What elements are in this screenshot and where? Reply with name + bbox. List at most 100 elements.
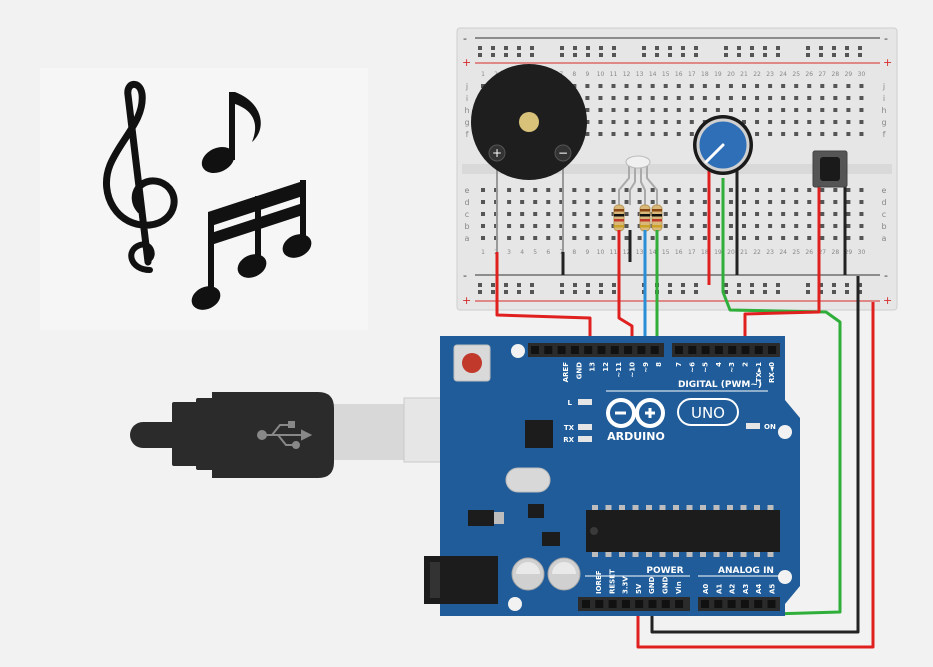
potentiometer	[693, 115, 753, 262]
pin-label: A5	[769, 584, 777, 594]
breadboard-hole	[546, 212, 551, 216]
breadboard-hole	[833, 132, 838, 136]
breadboard-hole	[663, 120, 668, 124]
breadboard-hole	[559, 200, 564, 204]
row-letter-label: d	[881, 198, 886, 207]
breadboard-hole	[637, 132, 642, 136]
column-number-label: 14	[649, 71, 657, 78]
breadboard-hole	[820, 236, 825, 240]
rail-bottom-plus-label-right: +	[883, 294, 892, 307]
header-pin-hole[interactable]	[648, 600, 657, 608]
header-pin-hole[interactable]	[727, 600, 736, 608]
rail-hole	[737, 46, 741, 50]
header-pin-hole[interactable]	[675, 346, 683, 354]
header-pin-hole[interactable]	[728, 346, 737, 354]
rail-hole	[819, 46, 823, 50]
header-pin-hole[interactable]	[714, 600, 723, 608]
infinity-logo-icon	[606, 398, 665, 428]
rail-bottom-plus-label: +	[462, 294, 471, 307]
breadboard-hole	[637, 108, 642, 112]
header-pin-hole[interactable]	[754, 346, 763, 354]
breadboard-hole	[507, 188, 512, 192]
rail-hole	[750, 53, 754, 57]
header-pin-hole[interactable]	[635, 600, 644, 608]
row-letter-label: g	[881, 118, 886, 127]
header-pin-hole[interactable]	[597, 346, 606, 354]
header-pin-hole[interactable]	[661, 600, 670, 608]
header-pin-hole[interactable]	[675, 600, 684, 608]
rail-hole	[858, 283, 862, 287]
breadboard-hole	[846, 224, 851, 228]
breadboard-hole	[768, 200, 773, 204]
breadboard-hole	[715, 188, 720, 192]
breadboard-hole	[794, 84, 799, 88]
breadboard-hole	[663, 224, 668, 228]
header-pin-hole[interactable]	[740, 600, 749, 608]
header-pin-hole[interactable]	[582, 600, 590, 608]
rail-hole	[806, 283, 810, 287]
header-pin-hole[interactable]	[637, 346, 646, 354]
column-number-label: 22	[753, 249, 761, 256]
breadboard-hole	[520, 212, 525, 216]
header-pin-hole[interactable]	[741, 346, 750, 354]
reset-button-icon[interactable]	[453, 344, 491, 382]
breadboard-hole	[768, 120, 773, 124]
header-pin-hole[interactable]	[688, 346, 697, 354]
header-pin-hole[interactable]	[570, 346, 579, 354]
breadboard-hole	[572, 236, 577, 240]
rail-hole	[478, 53, 482, 57]
header-pin-hole[interactable]	[714, 346, 723, 354]
pushbutton[interactable]	[812, 150, 848, 262]
header-pin-hole[interactable]	[754, 600, 763, 608]
header-pin-hole[interactable]	[621, 600, 630, 608]
rail-hole	[845, 53, 849, 57]
header-pin-hole[interactable]	[544, 346, 553, 354]
header-pin-hole[interactable]	[650, 346, 659, 354]
rail-hole	[530, 53, 534, 57]
header-pin-hole[interactable]	[767, 600, 776, 608]
header-pin-hole[interactable]	[531, 346, 539, 354]
header-pin-hole[interactable]	[584, 346, 593, 354]
rail-hole	[599, 290, 603, 294]
header-pin-hole[interactable]	[624, 346, 633, 354]
breadboard-hole	[572, 212, 577, 216]
rail-hole	[694, 290, 698, 294]
breadboard-hole	[624, 188, 629, 192]
breadboard-hole	[481, 224, 485, 228]
breadboard-hole	[728, 188, 733, 192]
rail-hole	[668, 46, 672, 50]
column-number-label: 11	[610, 71, 618, 78]
header-pin-hole[interactable]	[608, 600, 617, 608]
header-pin-hole[interactable]	[557, 346, 566, 354]
breadboard-hole	[624, 132, 629, 136]
header-pin-hole[interactable]	[701, 346, 710, 354]
rail-hole	[819, 290, 823, 294]
voltage-regulator	[468, 510, 494, 526]
breadboard-hole	[728, 212, 733, 216]
mounting-hole	[511, 344, 525, 358]
mounting-hole	[778, 425, 792, 439]
header-pin-hole[interactable]	[610, 346, 619, 354]
rail-hole	[573, 290, 577, 294]
breadboard-hole	[702, 84, 707, 88]
breadboard-hole	[546, 188, 551, 192]
breadboard-hole	[807, 108, 812, 112]
breadboard-hole	[781, 224, 786, 228]
column-number-label: 1	[481, 249, 485, 256]
row-letter-label: a	[465, 234, 470, 243]
breadboard-hole	[846, 120, 851, 124]
pin-label: A3	[742, 584, 750, 594]
column-number-label: 13	[636, 249, 644, 256]
breadboard-labels: jjiihhggffeeddccbbaa11223344556677889910…	[464, 71, 886, 256]
breadboard-hole	[755, 200, 760, 204]
digital-section-label: DIGITAL (PWM~)	[678, 380, 762, 390]
pushbutton-cap[interactable]	[820, 157, 840, 181]
header-pin-hole[interactable]	[701, 600, 709, 608]
breadboard-hole	[507, 200, 512, 204]
breadboard-hole	[663, 96, 668, 100]
header-pin-hole[interactable]	[595, 600, 604, 608]
header-pin-hole[interactable]	[768, 346, 777, 354]
pin-label: ~11	[615, 362, 623, 378]
breadboard-hole	[794, 200, 799, 204]
